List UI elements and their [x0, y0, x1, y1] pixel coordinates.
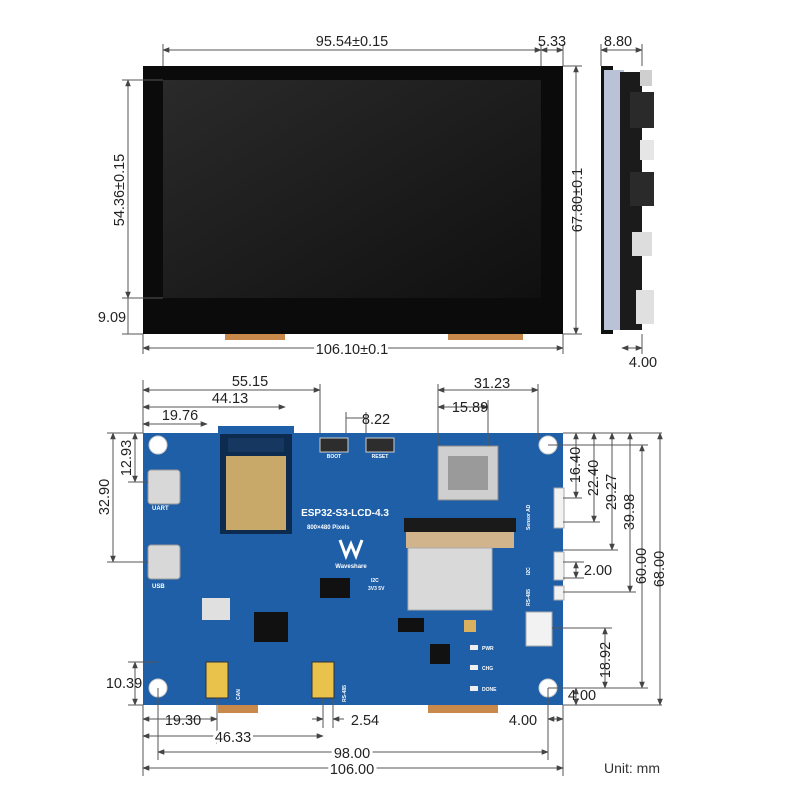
dim-19-30: 19.30 [165, 713, 201, 729]
silk-brand: Waveshare [335, 564, 367, 570]
header-i2c [553, 551, 565, 581]
rs485-terminal [311, 661, 335, 699]
dim-10-39: 10.39 [106, 676, 142, 692]
side-frame [604, 70, 624, 330]
dim-2-54: 2.54 [351, 713, 379, 729]
front-total-height-label: 67.80±0.1 [570, 168, 586, 232]
display-active-area [163, 80, 541, 298]
boot-button [319, 437, 349, 453]
silk-done: DONE [482, 687, 497, 693]
front-view: 95.54±0.15 5.33 54.36±0.15 9.09 67.80±0.… [98, 34, 586, 361]
flex-cable [407, 547, 493, 611]
esp32-shield [226, 456, 286, 530]
dim-4-00-bottom: 4.00 [509, 713, 537, 729]
header-sensor-ad [553, 487, 565, 529]
battery-socket [202, 598, 230, 620]
front-bezel-label: 5.33 [538, 34, 566, 50]
dim-2-00: 2.00 [584, 563, 612, 579]
front-width-label: 95.54±0.15 [316, 34, 388, 50]
silk-rs485: RS-485 [342, 685, 348, 702]
silk-pwr: PWR [482, 646, 494, 652]
dim-29-27: 29.27 [604, 474, 620, 510]
fpc-connector [404, 518, 516, 532]
dim-15-89: 15.89 [452, 400, 488, 416]
silk-usb: USB [152, 584, 165, 590]
dim-4-00-right: 4.00 [568, 688, 596, 704]
silk-board-name: ESP32-S3-LCD-4.3 [301, 508, 389, 519]
silk-chg: CHG [482, 666, 493, 672]
header-rs485 [553, 585, 565, 601]
side-offset-label: 4.00 [629, 355, 657, 371]
ic-chip-2 [320, 578, 350, 598]
flex-cable-right [448, 330, 523, 340]
dim-55-15: 55.15 [232, 374, 268, 390]
usb-c-uart [147, 469, 181, 505]
silk-i2c-pins: 3V3 5V [368, 586, 385, 592]
ic-chip-1 [254, 612, 288, 642]
front-bottom-offset-label: 9.09 [98, 310, 126, 326]
silk-boot: BOOT [327, 454, 341, 460]
mount-hole-tl [148, 435, 168, 455]
front-total-width-label: 106.10±0.1 [316, 342, 388, 358]
usb-c-usb [147, 544, 181, 580]
dim-12-93: 12.93 [119, 440, 135, 476]
dim-8-22: 8.22 [362, 412, 390, 428]
waveshare-logo: Waveshare [335, 539, 367, 570]
back-view: UART USB BOOT RESET ESP32-S3-LCD-4.3 800… [97, 374, 668, 781]
reset-button [365, 437, 395, 453]
dim-68-00: 68.00 [652, 551, 668, 587]
dim-16-40: 16.40 [568, 447, 584, 483]
dim-22-40: 22.40 [586, 460, 602, 496]
dim-19-76: 19.76 [162, 408, 198, 424]
silk-reset: RESET [372, 454, 389, 460]
side-usb-2 [630, 172, 654, 206]
battery-connector [525, 611, 553, 647]
silk-i2c: I2C [371, 578, 379, 584]
dim-44-13: 44.13 [212, 391, 248, 407]
front-active-height-label: 54.36±0.15 [112, 154, 128, 226]
side-thickness-label: 8.80 [604, 34, 632, 50]
dim-98-00: 98.00 [334, 746, 370, 762]
silk-resolution: 800×480 Pixels [307, 525, 350, 531]
silk-sensor-ad: Sensor AD [526, 504, 532, 530]
unit-label: Unit: mm [604, 760, 660, 776]
silk-rs485-right: RS-485 [526, 589, 532, 606]
dim-106-00: 106.00 [330, 762, 374, 778]
dim-46-33: 46.33 [215, 730, 251, 746]
side-usb-1 [630, 92, 654, 128]
can-terminal [205, 661, 229, 699]
side-view: 8.80 4.00 [600, 34, 657, 371]
dim-60-00: 60.00 [634, 548, 650, 584]
dim-32-90: 32.90 [97, 479, 113, 515]
silk-uart: UART [152, 506, 169, 512]
silk-can: CAN [236, 689, 242, 700]
silk-i2c-right: I2C [526, 567, 532, 575]
flex-cable-left [225, 330, 285, 340]
side-connector [632, 232, 652, 256]
dim-18-92: 18.92 [598, 642, 614, 678]
dim-39-98: 39.98 [622, 494, 638, 530]
dim-31-23: 31.23 [474, 376, 510, 392]
